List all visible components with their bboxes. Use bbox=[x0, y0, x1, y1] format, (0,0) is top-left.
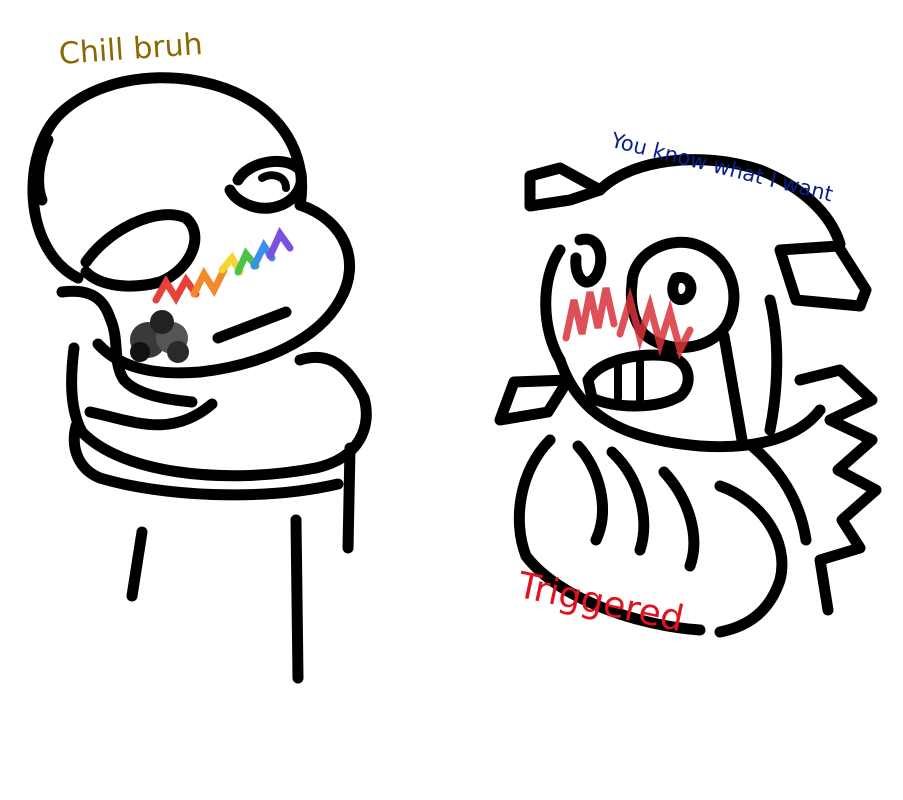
right-big-eye-pupil bbox=[667, 271, 697, 305]
right-mouth-outline bbox=[582, 349, 694, 412]
right-skull-side bbox=[540, 244, 566, 366]
left-collar bbox=[66, 342, 372, 482]
red-blush-left bbox=[562, 287, 618, 342]
left-body-stroke-1 bbox=[126, 526, 148, 602]
rainbow-blush bbox=[152, 227, 294, 305]
right-spikes bbox=[794, 364, 882, 616]
left-eye-right-inner bbox=[258, 171, 290, 192]
right-arm-left bbox=[513, 434, 706, 636]
right-small-eye bbox=[570, 233, 607, 288]
right-arm-right bbox=[714, 480, 788, 638]
rainbow-blush-red bbox=[152, 273, 200, 305]
left-collar-inner bbox=[84, 398, 218, 431]
right-chest-stroke bbox=[746, 440, 812, 546]
left-skull-outline bbox=[27, 72, 308, 284]
right-jaw bbox=[554, 354, 826, 453]
left-eye-left bbox=[80, 209, 201, 292]
right-cheek-line-1 bbox=[718, 330, 748, 446]
left-jaw-outline bbox=[92, 199, 355, 379]
left-character bbox=[27, 72, 372, 684]
right-character bbox=[494, 154, 882, 638]
right-claw-1 bbox=[572, 440, 608, 546]
left-eye-right bbox=[224, 155, 307, 214]
rainbow-blush-orange bbox=[190, 266, 228, 298]
left-skull-back-stroke bbox=[33, 134, 54, 206]
right-claw-3 bbox=[658, 466, 700, 572]
right-skull-outline bbox=[594, 154, 846, 250]
right-left-flap bbox=[494, 374, 574, 426]
red-blush bbox=[562, 286, 694, 360]
rainbow-blush-purple bbox=[266, 227, 294, 260]
left-hand bbox=[56, 285, 198, 408]
left-body-stroke-2 bbox=[290, 514, 304, 684]
right-left-horn bbox=[524, 162, 606, 212]
left-mouth-line bbox=[212, 306, 292, 344]
right-claw-2 bbox=[606, 446, 650, 556]
right-right-horn bbox=[774, 240, 872, 312]
right-cheek-line-2 bbox=[764, 294, 783, 436]
left-shoulders bbox=[68, 420, 344, 501]
red-blush-right bbox=[616, 286, 694, 360]
smoke-puff bbox=[130, 310, 189, 363]
left-body-stroke-3 bbox=[342, 442, 356, 554]
